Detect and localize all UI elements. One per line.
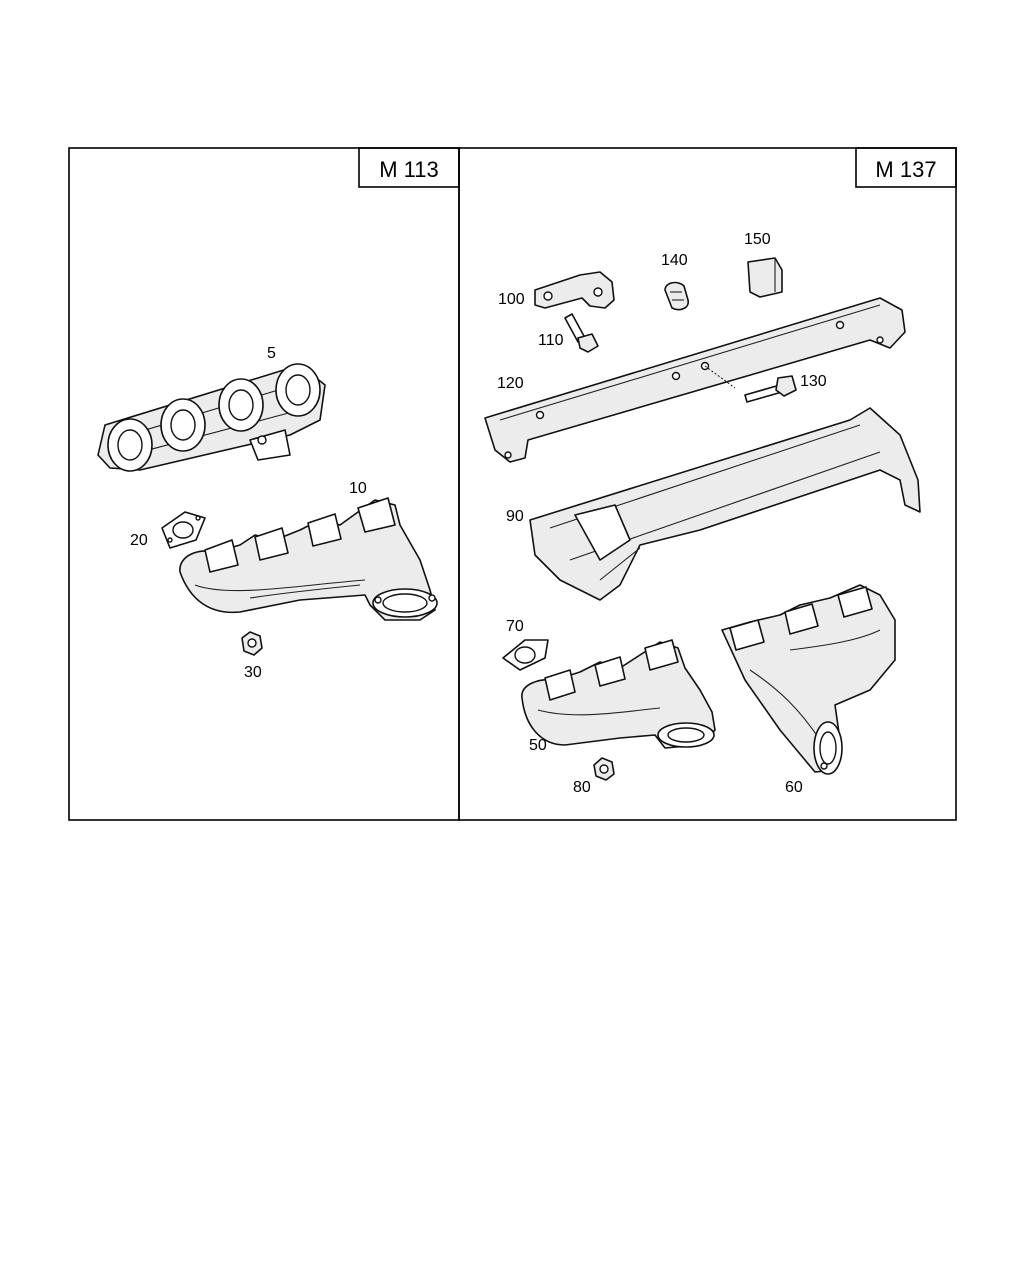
- part-20-gasket: [161, 511, 206, 549]
- part-60-exhaust-manifold: [721, 584, 896, 775]
- panel-right-m137: M 137: [458, 147, 957, 821]
- part-80-nut: [593, 757, 615, 781]
- label-30: 30: [244, 664, 262, 681]
- label-5: 5: [267, 345, 276, 362]
- panel-left-title: M 113: [379, 157, 439, 182]
- part-130-bolt: [744, 375, 797, 403]
- part-50-exhaust-manifold: [521, 639, 716, 749]
- label-150: 150: [744, 231, 771, 248]
- part-120-heat-shield: [484, 297, 906, 463]
- part-90-heat-shield-cover: [529, 407, 921, 601]
- label-100: 100: [498, 291, 525, 308]
- label-80: 80: [573, 779, 591, 796]
- label-10: 10: [349, 480, 367, 497]
- panel-left-m113: M 113: [68, 147, 460, 821]
- part-140-clip: [664, 281, 690, 311]
- part-100-bracket: [534, 271, 615, 309]
- label-70: 70: [506, 618, 524, 635]
- part-70-gasket: [502, 639, 549, 671]
- panel-right-title: M 137: [875, 157, 936, 182]
- label-50: 50: [529, 737, 547, 754]
- label-120: 120: [497, 375, 524, 392]
- part-30-nut: [241, 631, 263, 656]
- part-10-exhaust-manifold: [179, 497, 438, 621]
- part-110-bolt: [564, 313, 599, 353]
- label-60: 60: [785, 779, 803, 796]
- part-5-gasket-strip: [97, 363, 326, 472]
- label-20: 20: [130, 532, 148, 549]
- label-110: 110: [538, 332, 564, 349]
- label-130: 130: [800, 373, 827, 390]
- part-150-clip: [747, 257, 783, 298]
- label-140: 140: [661, 252, 688, 269]
- label-90: 90: [506, 508, 524, 525]
- panel-right-title-box: [855, 147, 957, 188]
